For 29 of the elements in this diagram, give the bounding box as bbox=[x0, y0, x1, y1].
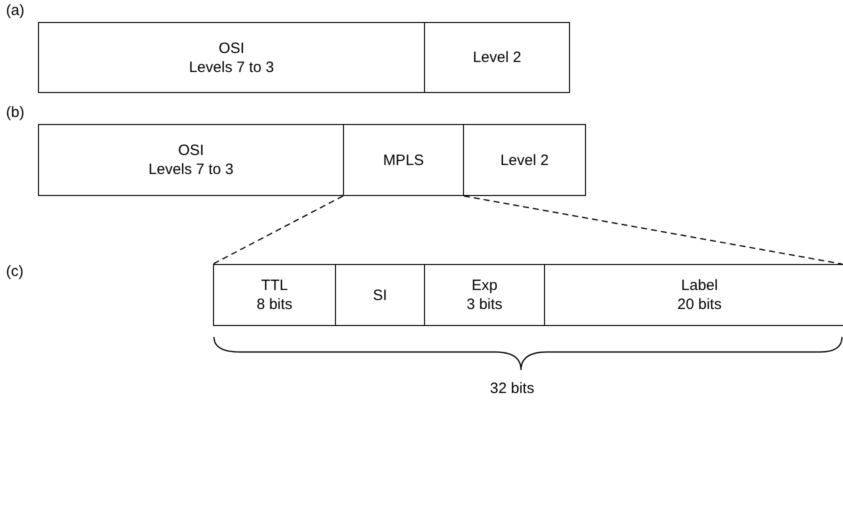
size-label: 32 bits bbox=[490, 380, 534, 397]
field-detail: 3 bits bbox=[466, 295, 502, 314]
field-detail: Levels 7 to 3 bbox=[188, 58, 274, 76]
panel-label: (b) bbox=[6, 104, 24, 121]
field-detail: 20 bits bbox=[677, 295, 722, 314]
field-detail: 8 bits bbox=[256, 295, 292, 314]
panel-label: (a) bbox=[6, 2, 24, 19]
panel-label: (c) bbox=[6, 263, 24, 280]
field-box bbox=[463, 124, 586, 196]
field-box bbox=[38, 124, 344, 196]
expansion-line bbox=[464, 195, 842, 265]
field-box bbox=[213, 264, 336, 326]
field-name: MPLS bbox=[383, 150, 424, 170]
field-box bbox=[343, 124, 464, 196]
field-box bbox=[544, 264, 843, 326]
field-detail: Levels 7 to 3 bbox=[148, 160, 234, 179]
field-name: OSI bbox=[178, 141, 204, 160]
field-box bbox=[335, 264, 425, 326]
field-name: OSI bbox=[218, 38, 244, 58]
field-name: Label bbox=[681, 276, 718, 295]
field-box bbox=[38, 22, 425, 93]
expansion-line bbox=[212, 195, 344, 265]
field-name: Level 2 bbox=[500, 150, 549, 170]
field-box bbox=[424, 22, 570, 93]
field-name: TTL bbox=[261, 276, 288, 295]
field-name: SI bbox=[372, 286, 388, 304]
field-name: Exp bbox=[472, 276, 498, 295]
field-name: Level 2 bbox=[472, 48, 522, 67]
field-box bbox=[424, 264, 545, 326]
